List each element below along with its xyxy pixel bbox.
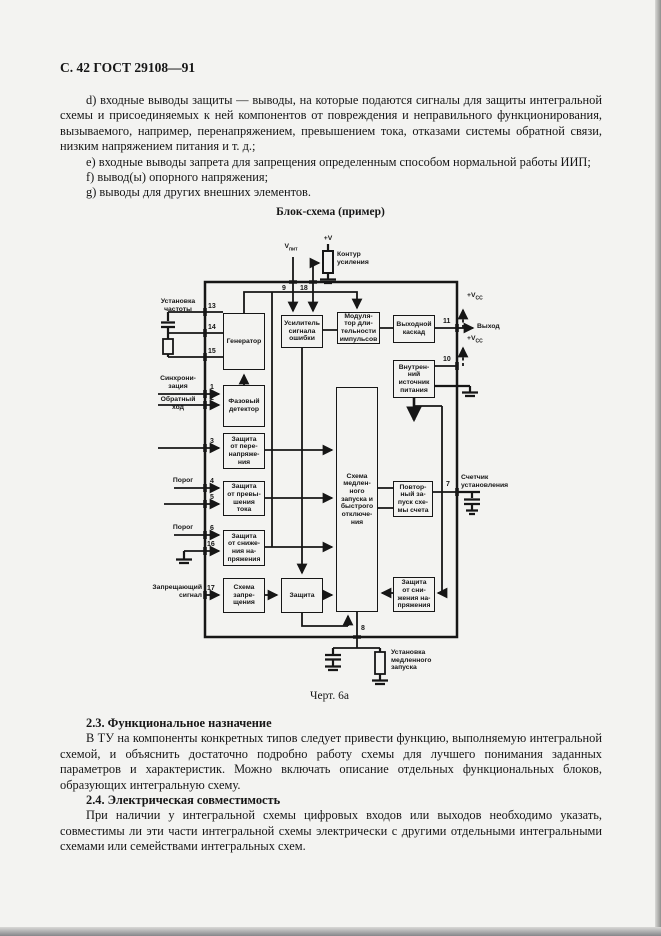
figure-caption: Черт. 6а [310,690,349,702]
label-settle-counter: Счетчик установления [461,474,509,489]
label-vcc-bottom: +VCC [467,335,497,345]
section-2-3-title: 2.3. Функциональное назначение [86,716,272,730]
diagram-wiring-svg [158,244,480,686]
block-phase-detector: Фазовый детектор [223,385,265,427]
label-plus-v: +V [323,235,333,242]
block-overcurrent-protection: Защита от превы- шения тока [223,481,265,516]
pin-17: 17 [207,585,215,592]
section-2-4-title: 2.4. Электрическая совместимость [86,792,281,807]
pin-7: 7 [446,481,450,488]
paragraph-g: g) выводы для других внешних элементов. [86,185,311,200]
block-diagram: Генератор Фазовый детектор Защита от пер… [118,235,554,706]
label-sync: Синхрони- зация [160,375,196,390]
vcc-subscript: CC [475,338,483,345]
page-header: С. 42 ГОСТ 29108—91 [60,60,196,75]
block-pwm: Модуля- тор дли- тельности импульсов [337,312,380,344]
paragraph-e: e) входные выводы запрета для запрещения… [86,154,591,169]
block-undervoltage-protection-left: Защита от сниже- ния на- пряжения [223,530,265,566]
pin-16: 16 [207,541,215,548]
label-threshold-2: Порог [172,524,194,531]
pin-4: 4 [210,478,214,485]
sections-text: 2.3. Функциональное назначение В ТУ на к… [60,716,602,854]
block-error-amplifier: Усилитель сигнала ошибки [281,315,323,348]
pin-14: 14 [208,324,216,331]
label-slow-start-set: Установка медленного запуска [391,649,432,672]
label-output: Выход [477,323,500,330]
pin-15: 15 [208,348,216,355]
wires [158,244,480,686]
vcc-symbol: +V [467,335,476,342]
block-protection: Защита [281,578,323,613]
pin-8: 8 [361,625,365,632]
pin-1: 1 [210,384,214,391]
label-flyback: Обратный ход [160,396,196,411]
pin-6: 6 [210,525,214,532]
diagram-title: Блок-схема (пример) [276,206,385,218]
scan-edge-right [655,0,661,936]
pin-18: 18 [300,285,308,292]
block-inhibit-circuit: Схема запре- щения [223,578,265,613]
block-undervoltage-protection-right: Защита от сни- жения на- пряжения [393,577,435,612]
block-slow-start: Схема медлен- ного запуска и быстрого от… [336,387,378,612]
block-output-stage: Выходной каскад [393,315,435,343]
block-overvoltage-protection: Защита от пере- напряже- ния [223,433,265,469]
pin-3: 3 [210,438,214,445]
vcc-symbol: +V [467,292,476,299]
label-inhibit-signal: Запрещающий сигнал [152,584,202,599]
block-internal-supply: Внутрен- ний источник питания [393,360,435,398]
pin-11: 11 [443,318,451,325]
block-restart-counter: Повтор- ный за- пуск схе- мы счета [393,481,433,517]
v-supply-subscript: пит [289,246,298,253]
scan-edge-bottom [0,927,661,936]
paragraph-d: d) входные выводы защиты — выводы, на ко… [60,93,602,154]
vcc-subscript: CC [475,295,483,302]
pin-9: 9 [282,285,286,292]
v-supply-symbol: V [284,243,289,250]
label-v-supply: Vпит [274,243,308,253]
section-2-4-body: При наличии у интегральной схемы цифровы… [60,808,602,853]
pin-ticks [203,280,459,639]
pin-2: 2 [210,395,214,402]
pin-13: 13 [208,303,216,310]
pin-5: 5 [210,494,214,501]
label-frequency-set: Установка частоты [160,298,196,313]
pin-10: 10 [443,356,451,363]
section-2-3-body: В ТУ на компоненты конкретных типов след… [60,731,602,792]
block-generator: Генератор [223,313,265,370]
intro-text: d) входные выводы защиты — выводы, на ко… [60,93,602,201]
label-threshold-1: Порог [172,477,194,484]
label-gain-loop: Контур усиления [337,251,369,266]
label-vcc-top: +VCC [467,292,497,302]
paragraph-f: f) вывод(ы) опорного напряжения; [86,169,269,184]
